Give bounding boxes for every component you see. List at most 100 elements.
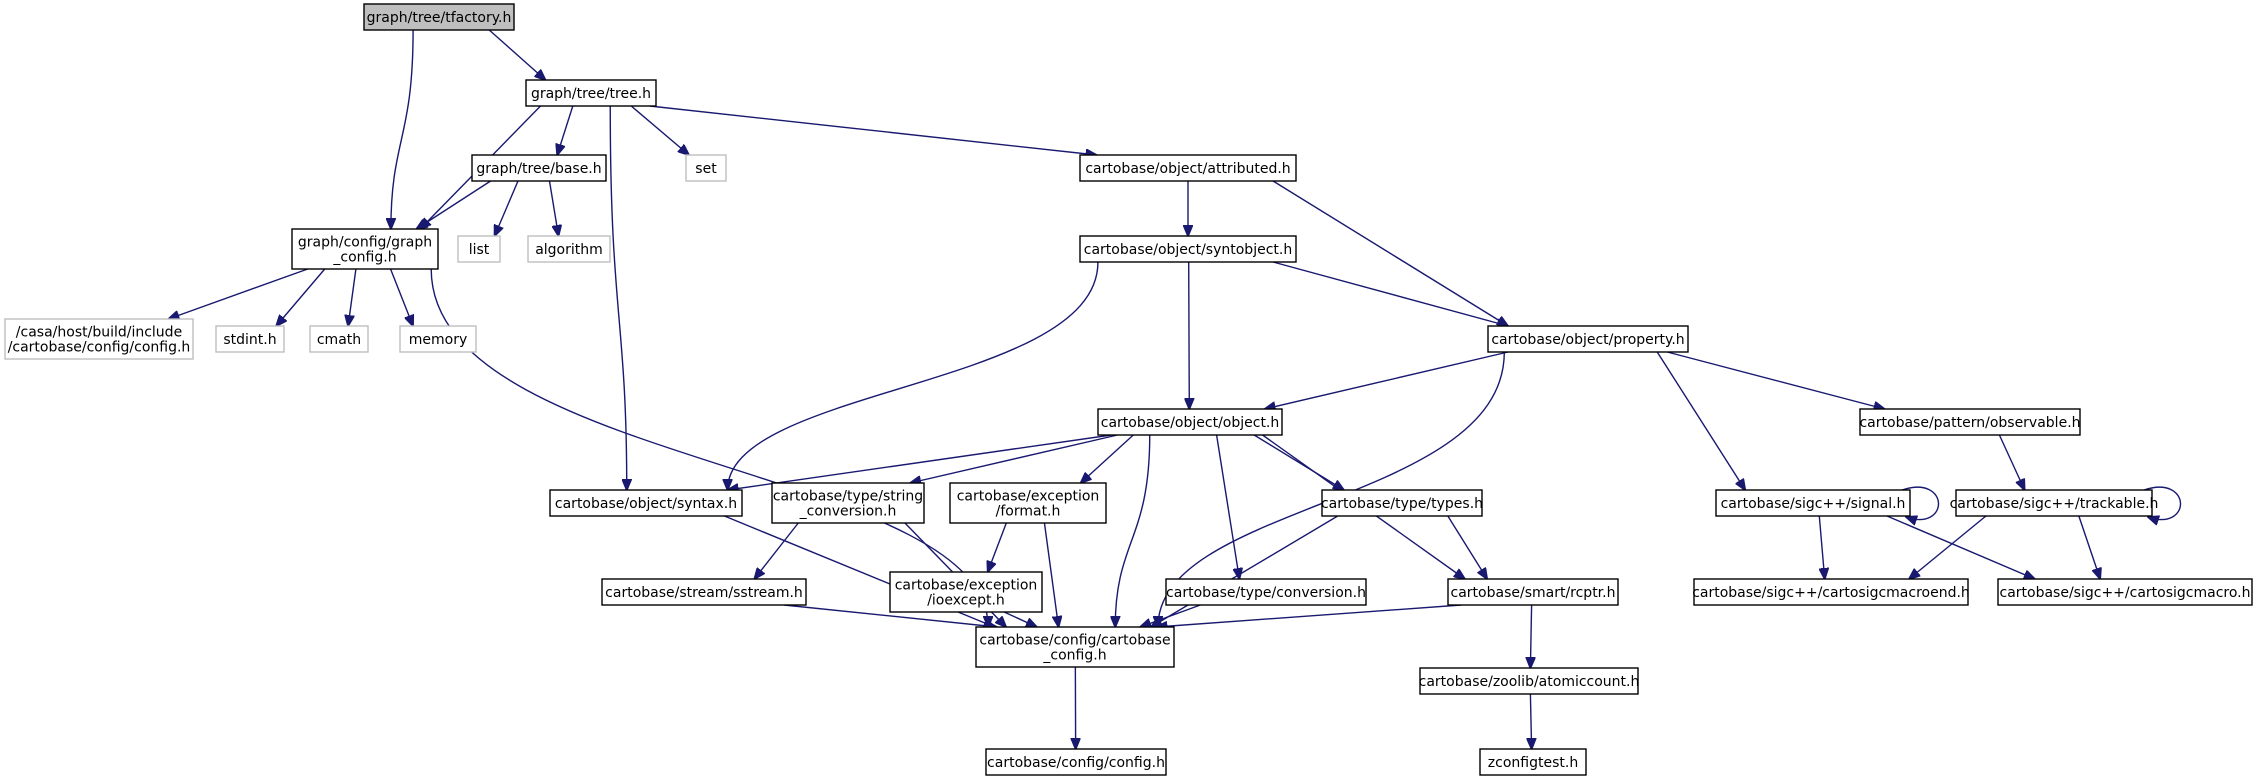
node-box [471,154,607,182]
node-cartobase-config[interactable]: cartobase/config/cartobase_config.h [975,626,1175,668]
node-set: set [685,154,727,182]
edge-tree-to-attributed [649,105,1097,155]
node-base[interactable]: graph/tree/base.h [471,154,607,182]
node-cartosigcmacro[interactable]: cartobase/sigc++/cartosigcmacro.h [1997,578,2253,606]
node-box [1165,578,1367,606]
node-sstream[interactable]: cartobase/stream/sstream.h [601,578,807,606]
node-label: _config.h [332,250,396,266]
node-box [1859,408,2081,436]
node-label: /cartobase/config/config.h [8,340,191,356]
node-label: memory [409,332,468,348]
node-label: _config.h [1042,648,1106,664]
node-label: cartobase/object/object.h [1101,415,1280,431]
node-label: /format.h [996,504,1061,520]
node-box [1097,408,1283,436]
node-stdint: stdint.h [215,325,285,353]
edge-atomiccount-to-zconfigtest [1530,693,1531,749]
edge-format-to-ioexcept [988,522,1007,572]
node-label: list [469,242,490,258]
edge-syntobject-to-property [1272,261,1508,326]
edge-graph_config-to-memory [389,268,413,326]
node-box [771,482,925,524]
node-box [1955,489,2153,517]
edge-rcptr-to-atomiccount [1530,604,1531,668]
node-zconfigtest[interactable]: zconfigtest.h [1479,748,1587,776]
node-box [457,235,501,263]
node-syntobject[interactable]: cartobase/object/syntobject.h [1079,235,1297,263]
edge-graph_config-to-casa_config [168,268,308,319]
node-box [1419,667,1639,695]
node-atomiccount[interactable]: cartobase/zoolib/atomiccount.h [1419,667,1640,695]
edge-base-to-graph_config [416,180,492,229]
node-label: cartobase/object/syntobject.h [1084,242,1292,258]
node-ioexcept[interactable]: cartobase/exception/ioexcept.h [889,571,1043,613]
edge-base-to-algorithm [548,180,559,236]
edge-tfactory-to-graph_config [391,29,414,229]
node-label: zconfigtest.h [1488,755,1578,771]
edge-conversion-to-cartobase_config [1140,604,1201,627]
node-label: set [695,161,717,177]
node-box [4,318,194,360]
edge-object-to-cartobase_config [1115,434,1151,627]
edge-tree-to-syntax [609,105,627,490]
node-box [1321,489,1483,517]
node-box [975,626,1175,668]
node-box [601,578,807,606]
node-label: cartobase/type/types.h [1321,496,1483,512]
edge-syntobject-to-object [1189,261,1190,409]
node-property[interactable]: cartobase/object/property.h [1487,325,1689,353]
node-box [215,325,285,353]
node-label: cartobase/object/attributed.h [1085,161,1290,177]
edge-tfactory-to-tree [488,29,545,80]
node-label: cartobase/sigc++/cartosigcmacro.h [2000,585,2251,601]
node-algorithm: algorithm [527,235,611,263]
node-label: graph/tree/base.h [476,161,601,177]
node-tfactory[interactable]: graph/tree/tfactory.h [363,3,515,31]
edge-trackable-to-trackable [2143,486,2182,519]
node-config[interactable]: cartobase/config/config.h [985,748,1167,776]
node-label: _conversion.h [799,504,897,520]
edge-string_conversion-to-sstream [754,522,799,579]
edge-object-to-types [1253,434,1344,490]
node-box [549,489,743,517]
node-label: cartobase/object/property.h [1491,332,1684,348]
node-observable[interactable]: cartobase/pattern/observable.h [1859,408,2081,436]
edge-syntobject-to-syntax [728,261,1099,490]
edge-trackable-to-cartosigcmacro [2078,515,2100,579]
node-attributed[interactable]: cartobase/object/attributed.h [1079,154,1297,182]
edge-observable-to-trackable [1998,434,2024,490]
node-label: cartobase/smart/rcptr.h [1451,585,1616,601]
node-box [291,228,439,270]
node-graph-config[interactable]: graph/config/graph_config.h [291,228,439,270]
node-types[interactable]: cartobase/type/types.h [1321,489,1483,517]
node-label: cartobase/config/cartobase [979,633,1170,649]
node-label: cartobase/config/config.h [987,755,1165,771]
node-label: cartobase/sigc++/trackable.h [1950,496,2159,512]
edge-object-to-conversion [1215,434,1240,579]
node-label: cartobase/pattern/observable.h [1859,415,2080,431]
node-label: cmath [317,332,361,348]
node-signal[interactable]: cartobase/sigc++/signal.h [1715,489,1911,517]
dependency-nodes: graph/tree/tfactory.h graph/tree/tree.h gr… [4,3,2253,776]
node-cartosigcmacroend[interactable]: cartobase/sigc++/cartosigcmacroend.h [1692,578,1970,606]
node-box [1997,578,2253,606]
node-conversion[interactable]: cartobase/type/conversion.h [1165,578,1367,606]
node-label: cartobase/object/syntax.h [555,496,737,512]
edge-object-to-syntax [728,434,1112,490]
edge-signal-to-cartosigcmacroend [1818,515,1824,579]
node-string-conversion[interactable]: cartobase/type/string_conversion.h [771,482,925,524]
node-label: graph/tree/tree.h [531,86,651,102]
node-format[interactable]: cartobase/exception/format.h [949,482,1107,524]
node-box [1079,235,1297,263]
node-tree[interactable]: graph/tree/tree.h [525,79,657,107]
node-box [525,79,657,107]
node-box [985,748,1167,776]
node-object[interactable]: cartobase/object/object.h [1097,408,1283,436]
node-syntax[interactable]: cartobase/object/syntax.h [549,489,743,517]
node-rcptr[interactable]: cartobase/smart/rcptr.h [1447,578,1619,606]
node-trackable[interactable]: cartobase/sigc++/trackable.h [1950,489,2159,517]
node-label: cartobase/zoolib/atomiccount.h [1419,674,1640,690]
node-box [399,325,477,353]
edge-property-to-object [1265,351,1509,409]
